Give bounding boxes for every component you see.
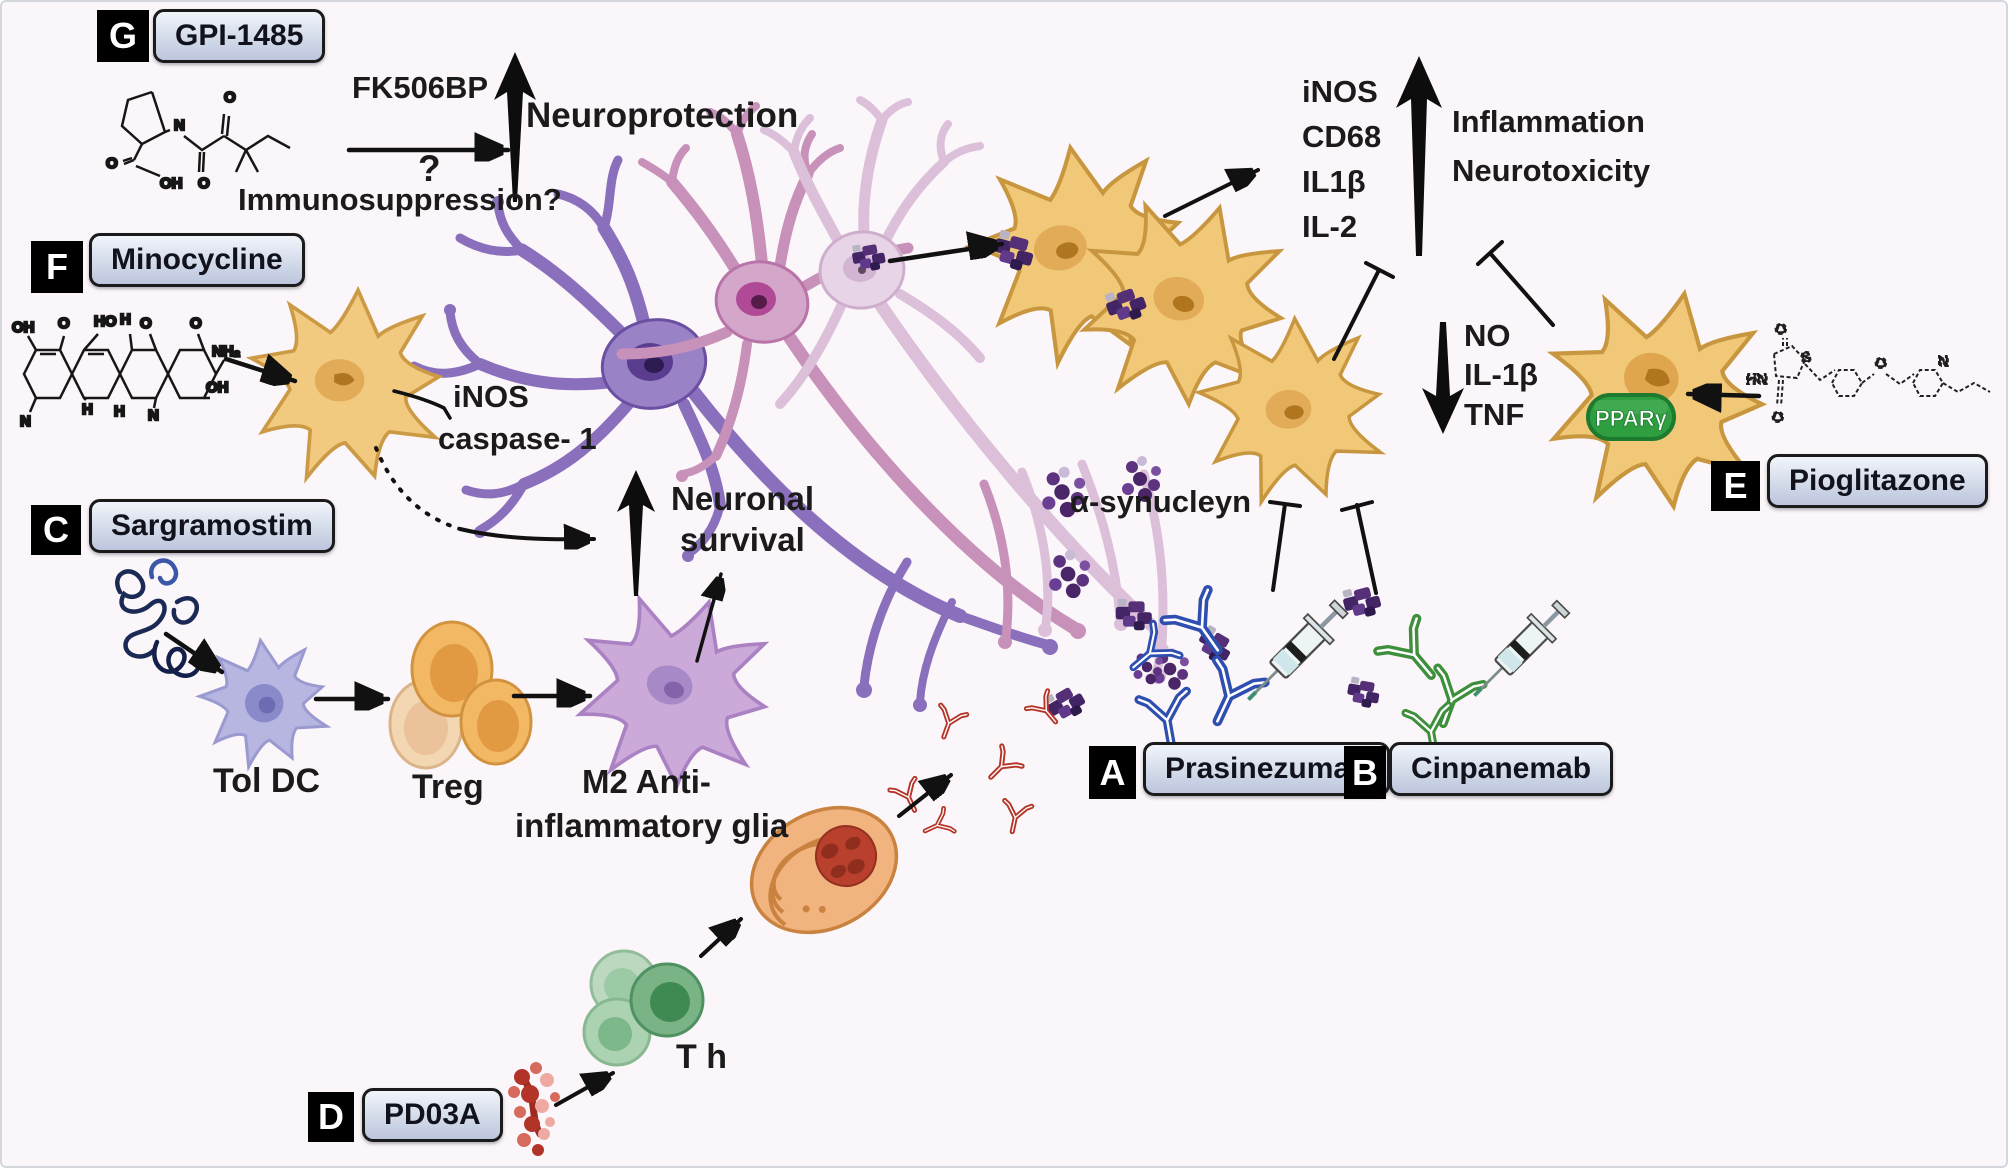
arrow-m2-to-survival xyxy=(695,572,721,663)
atom-label: O xyxy=(1772,409,1784,426)
up-arrow-inflammation xyxy=(1396,56,1442,256)
atom-label: OH xyxy=(160,175,183,192)
atom-label: H xyxy=(114,403,125,420)
gpi1485-structure: N O O O OH xyxy=(105,88,291,193)
arrow-pd03a-to-th xyxy=(554,1073,615,1107)
neuron-mauve-boutons xyxy=(676,470,1086,649)
neuron-mauve-nucleolus xyxy=(751,295,767,309)
microglia-middle xyxy=(1191,310,1390,509)
syringe-cinpanemab-icon xyxy=(1462,594,1576,708)
curved-arrow-to-survival xyxy=(458,529,596,539)
atom-label: O xyxy=(140,315,152,332)
arrow-plasma-to-antibodies xyxy=(897,775,951,818)
ppar-gamma-badge: PPARγ xyxy=(1586,393,1676,441)
atom-label: S xyxy=(1801,349,1811,366)
atom-label: O xyxy=(198,175,210,192)
atom-label: OH xyxy=(206,379,229,396)
atom-label: O xyxy=(224,89,236,106)
neuron-dark-boutons xyxy=(444,196,1058,712)
atom-label: H xyxy=(120,311,131,328)
treg-cells xyxy=(388,620,533,770)
atom-label: N xyxy=(148,407,159,424)
arrow-neuron-to-microglia xyxy=(887,244,1005,264)
atom-label: O xyxy=(190,315,202,332)
arrow-microglia-to-cytokines xyxy=(1163,170,1260,218)
sargramostim-protein xyxy=(115,558,200,678)
atom-label: H xyxy=(82,401,93,418)
syringe-prasinezumab-icon xyxy=(1235,594,1354,713)
tbar-microglia-to-cytokines xyxy=(1332,261,1395,361)
th-cells xyxy=(582,949,705,1067)
dashed-curve-microglia xyxy=(374,446,462,531)
tbar-prasinezumab-to-microglia xyxy=(1268,500,1302,592)
atom-label: HN xyxy=(1746,371,1768,388)
arrow-th-to-plasma xyxy=(699,919,741,958)
m2-glia xyxy=(555,572,789,807)
arrow-minocycline-to-microglia xyxy=(223,359,298,381)
plasma-cell xyxy=(749,805,899,935)
connector-arrows xyxy=(163,150,1762,1107)
ppar-gamma-label: PPARγ xyxy=(1595,406,1667,431)
pioglitazone-structure: O S HN O O N xyxy=(1745,320,1991,427)
up-arrow-neuronal-survival xyxy=(617,470,655,596)
tol-dc-cell xyxy=(190,629,336,775)
line-microglia-to-inos xyxy=(392,389,452,420)
neuron-dark-nucleolus xyxy=(644,357,664,373)
tbar-cinpanemab-to-microglia xyxy=(1340,500,1378,595)
atom-label: O xyxy=(1775,321,1787,338)
minocycline-structure: OH O HO H O O NH₂ OH N H H N xyxy=(11,310,242,432)
cinpanemab-antibodies xyxy=(1378,619,1483,758)
atom-label: O xyxy=(58,315,70,332)
down-arrow-cytokines xyxy=(1422,322,1464,434)
atom-label: OH xyxy=(12,319,35,336)
atom-label: N xyxy=(20,413,31,430)
atom-label: NH₂ xyxy=(212,343,240,360)
atom-label: N xyxy=(1938,353,1949,370)
trend-arrows xyxy=(494,52,1464,596)
tbar-ppar-to-inflammation xyxy=(1476,240,1555,327)
atom-label: O xyxy=(106,155,118,172)
microglia-ppar xyxy=(1534,277,1776,519)
atom-label: N xyxy=(174,117,185,134)
arrow-pioglitazone-to-cell xyxy=(1685,394,1762,396)
microglia-minocycline xyxy=(249,288,441,480)
arrow-sargramostim-to-toldc xyxy=(163,631,222,672)
atom-label: HO xyxy=(94,313,117,330)
pd03a-molecule xyxy=(508,1062,560,1156)
endogenous-antibodies-red xyxy=(890,691,1066,843)
microglia-activated-1 xyxy=(955,129,1202,376)
inhibition-tbars xyxy=(1268,240,1555,595)
microglia-activated-2 xyxy=(1058,178,1306,425)
atom-label: O xyxy=(1875,355,1887,372)
up-arrow-neuroprotection xyxy=(494,52,536,202)
